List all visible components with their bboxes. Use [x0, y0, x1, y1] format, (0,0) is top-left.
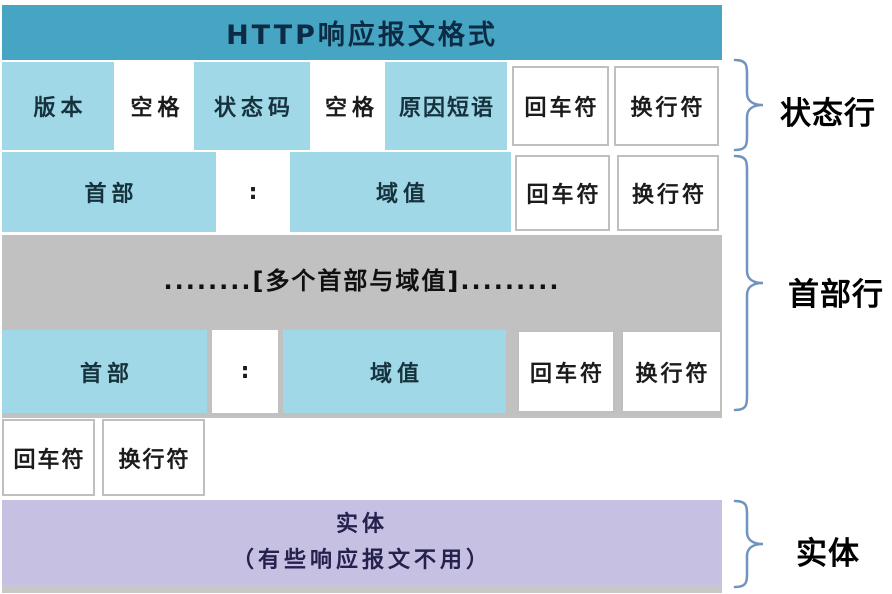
cell-value-2: 域值	[283, 330, 506, 413]
cell-version: 版本	[2, 62, 114, 150]
cell-cr-blank: 回车符	[2, 419, 95, 496]
diagram-title: HTTP响应报文格式	[2, 5, 722, 60]
cell-status-code: 状态码	[194, 62, 310, 150]
status-line-brace	[733, 58, 764, 152]
cell-colon-1: :	[220, 152, 286, 232]
label-status-line: 状态行	[780, 96, 876, 132]
cell-value-1: 域值	[290, 152, 511, 232]
cell-colon-2: :	[212, 330, 278, 413]
label-entity-body: 实体	[796, 536, 860, 572]
cell-space-1: 空格	[120, 68, 190, 144]
entity-row: 实体 （有些响应报文不用）	[2, 500, 722, 585]
header-lines-brace	[733, 154, 764, 412]
entity-line2: （有些响应报文不用）	[231, 547, 492, 573]
entity-brace	[733, 499, 764, 589]
cell-cr-status: 回车符	[512, 66, 609, 146]
cell-lf-blank: 换行符	[102, 419, 205, 496]
label-header-lines: 首部行	[788, 277, 884, 313]
bottom-edge	[2, 585, 722, 593]
cell-lf-header-2: 换行符	[621, 330, 722, 413]
cell-lf-status: 换行符	[614, 66, 719, 146]
cell-cr-header-1: 回车符	[515, 155, 610, 231]
entity-line1: 实体	[335, 512, 388, 538]
more-headers-text: ........[多个首部与域值].........	[163, 266, 561, 295]
cell-header-1: 首部	[2, 152, 216, 232]
cell-reason-phrase: 原因短语	[385, 62, 507, 150]
cell-space-2: 空格	[314, 68, 385, 144]
cell-header-2: 首部	[2, 330, 207, 413]
cell-lf-header-1: 换行符	[617, 155, 719, 231]
cell-cr-header-2: 回车符	[517, 330, 615, 413]
